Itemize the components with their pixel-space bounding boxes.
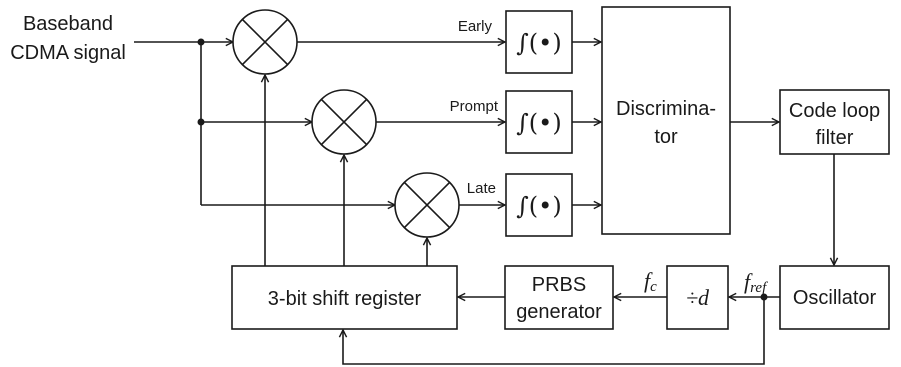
integrator-late-symbol: ∫(•) <box>516 192 561 220</box>
branch-label-prompt: Prompt <box>450 98 499 115</box>
shift-register-block: 3-bit shift register <box>231 265 458 330</box>
integrator-early-symbol: ∫(•) <box>516 29 561 57</box>
prbs-generator-block: PRBS generator <box>504 265 614 330</box>
fref-label: fref <box>744 269 768 296</box>
code-loop-filter-block: Code loop filter <box>779 89 890 155</box>
fc-sub: c <box>650 279 657 295</box>
wire-fref-feedback <box>343 297 765 365</box>
discriminator-label-line1: Discrimina- <box>616 98 716 120</box>
input-label-line2: CDMA signal <box>10 42 126 64</box>
branch-label-early: Early <box>458 18 493 35</box>
shift-register-label: 3-bit shift register <box>268 288 422 310</box>
prbs-label-line2: generator <box>516 301 602 323</box>
oscillator-block: Oscillator <box>779 265 890 330</box>
discriminator-block: Discrimina- tor <box>601 6 731 235</box>
prbs-label-line1: PRBS <box>532 274 586 296</box>
fc-label: fc <box>644 268 657 295</box>
fc-main: f <box>644 268 653 293</box>
input-wires <box>134 39 395 206</box>
fref-sub: ref <box>750 280 768 296</box>
integrator-prompt: ∫(•) <box>505 90 573 154</box>
input-label-line1: Baseband <box>23 13 113 35</box>
mixer-prompt <box>311 89 377 155</box>
junction-dot-early <box>197 38 205 46</box>
mixer-late <box>394 172 460 238</box>
mixer-early <box>232 9 298 75</box>
filter-label-line1: Code loop <box>789 100 880 122</box>
discriminator-label-line2: tor <box>654 126 678 148</box>
divider-label: ÷d <box>686 285 710 310</box>
branch-label-late: Late <box>467 180 496 197</box>
oscillator-label: Oscillator <box>793 287 877 309</box>
divider-block: ÷d <box>666 265 729 330</box>
integrator-early: ∫(•) <box>505 10 573 74</box>
integrator-prompt-symbol: ∫(•) <box>516 109 561 137</box>
fref-main: f <box>744 269 753 294</box>
junction-dot-prompt <box>197 118 205 126</box>
integrator-late: ∫(•) <box>505 173 573 237</box>
filter-label-line2: filter <box>816 127 854 149</box>
